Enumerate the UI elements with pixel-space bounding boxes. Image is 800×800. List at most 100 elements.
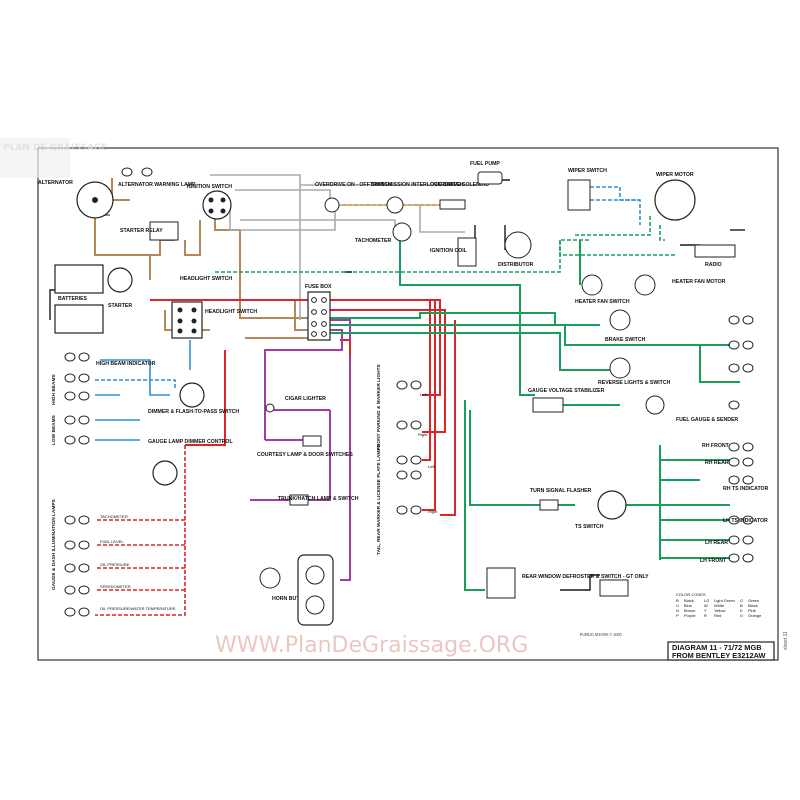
color-code-cell: White [714, 603, 725, 608]
ignition-switch-icon [202, 190, 232, 220]
starter-relay-icon [149, 221, 179, 241]
color-code-cell: B [676, 598, 679, 603]
distributor-label: DISTRIBUTOR [498, 262, 534, 268]
left-label-2: Left [428, 464, 436, 469]
color-code-cell: Y [704, 608, 707, 613]
right-label-2: Right [428, 509, 438, 514]
high-beams-label: HIGH BEAMS [51, 374, 57, 405]
color-code-cell: Black [684, 598, 694, 603]
illumination-lamp-icons [64, 515, 90, 617]
color-code-cell: Red [714, 613, 721, 618]
defroster-grid-icon [599, 579, 629, 597]
fuel-pump-icon [477, 171, 503, 185]
reverse-lights-label: REVERSE LIGHTS & SWITCH [598, 380, 671, 386]
gauge-voltage-label: GAUGE VOLTAGE STABILIZER [528, 388, 605, 394]
rear-defroster-label: REAR WINDOW DEFROSTER & SWITCH - GT ONLY [522, 574, 649, 580]
brake-switch-label: BRAKE SWITCH [605, 337, 646, 343]
watermark: WWW.PlanDeGraissage.ORG [215, 633, 528, 658]
ignition-coil-icon [457, 237, 477, 267]
distributor-icon [504, 231, 532, 259]
ignition-label: IGNITION SWITCH [187, 184, 232, 190]
title-line-1: DIAGRAM 11 - 71/72 MGB [672, 643, 762, 652]
front-parking-label: FRONT PARKING & MARKER LIGHTS [376, 363, 382, 450]
heater-fan-motor-label: HEATER FAN MOTOR [672, 279, 726, 285]
dimmer-switch-icon [179, 382, 205, 408]
rh-ts-label: RH TS INDICATOR [723, 486, 769, 492]
green-dashed-wires [215, 215, 675, 273]
blue-wires [95, 340, 191, 441]
cigar-label: CIGAR LIGHTER [285, 396, 326, 402]
fuse-box-label: FUSE BOX [305, 284, 332, 290]
speedometer-label: SPEEDOMETER [100, 584, 131, 589]
color-code-cell: Brown [684, 608, 695, 613]
radio-label: RADIO [705, 262, 722, 268]
sheet-label: sheet 11 [783, 631, 789, 650]
oil-pressure-label: OIL PRESSURE [100, 562, 130, 567]
headlight-switch-label: HEADLIGHT SWITCH [205, 309, 257, 315]
color-code-cell: K [740, 608, 743, 613]
alt-warning-label: ALTERNATOR WARNING LAMP [118, 182, 196, 188]
headlight-switch-top-label: HEADLIGHT SWITCH [180, 276, 232, 282]
fuse-box-icon [307, 291, 331, 341]
overdrive-onoff-icon [324, 197, 340, 213]
lh-front-label: LH FRONT [700, 558, 727, 564]
cigar-lighter-icon [265, 403, 275, 413]
turn-flasher-label: TURN SIGNAL FLASHER [530, 488, 592, 494]
svg-text:PLAN DE GRAISSAGE: PLAN DE GRAISSAGE [3, 143, 107, 153]
overdrive-onoff-label: OVERDRIVE ON - OFF SWITCH [315, 182, 392, 188]
courtesy-lamp-icon [302, 435, 322, 447]
title-box: DIAGRAM 11 - 71/72 MGB FROM BENTLEY E321… [667, 641, 775, 661]
color-code-cell: B [740, 603, 743, 608]
gauge-dimmer-label: GAUGE LAMP DIMMER CONTROL [148, 439, 233, 445]
heater-fan-switch-label: HEATER FAN SWITCH [575, 299, 630, 305]
wiper-switch-icon [567, 179, 591, 211]
ts-switch-label: TS SWITCH [575, 524, 604, 530]
color-code-cell: Yellow [714, 608, 726, 613]
fuel-gauge-icon [645, 395, 665, 415]
red-dashed-wires [95, 445, 186, 616]
color-code-cell: W [704, 603, 708, 608]
defroster-switch-icon [486, 567, 516, 599]
gauge-dash-label: GAUGE & DASH ILLUMINATION LAMPS [51, 498, 57, 590]
voltage-stabilizer-icon [532, 397, 564, 413]
headlamp-icons [64, 352, 90, 445]
brake-switch-icon [609, 309, 631, 331]
svg-text:COLOR CODES: COLOR CODES [676, 592, 706, 597]
red-wires [150, 299, 456, 540]
color-code-cell: LG [704, 598, 709, 603]
color-code-cell: Blue [684, 603, 693, 608]
gray-wires [210, 174, 481, 320]
blue-dashed-wires [95, 186, 641, 390]
publication-text: PUBLICATIONS © 2005 [580, 632, 622, 637]
color-code-cell: Black [748, 603, 758, 608]
color-code-cell: N [676, 608, 679, 613]
overdrive-solenoid-icon [439, 199, 466, 210]
tail-rear-label: TAIL, REAR MARKER & LICENSE PLATE LAMPS [376, 444, 382, 555]
right-label-1: Right [418, 432, 428, 437]
low-beams-label: LOW BEAMS [51, 414, 57, 445]
interlock-switch-icon [386, 196, 404, 214]
color-code-cell: Green [748, 598, 759, 603]
gauge-dimmer-icon [152, 460, 178, 486]
green-wires [330, 240, 740, 591]
overdrive-solenoid-label: OVERDRIVE SOLENOID [430, 182, 489, 188]
batteries-label: BATTERIES [58, 296, 88, 302]
horn-button-icon [259, 567, 281, 589]
wiper-motor-icon [654, 179, 696, 221]
color-code-cell: Pink [748, 608, 756, 613]
radio-icon [694, 244, 736, 258]
interlock-label: TRANSMISSION INTERLOCK SWITCH [370, 182, 464, 188]
courtesy-label: COURTESY LAMP & DOOR SWITCHES [257, 452, 353, 458]
alt-warning-lamp-icon [121, 167, 153, 177]
alternator-label: ALTERNATOR [38, 180, 73, 186]
color-code-cell: Light Green [714, 598, 735, 603]
purple-wires [250, 319, 351, 581]
trunk-lamp-icon [289, 494, 309, 506]
color-code-cell: P [676, 613, 679, 618]
starter-label: STARTER [108, 303, 132, 309]
reverse-switch-icon [609, 357, 631, 379]
color-code-cell: O [740, 613, 743, 618]
ignition-coil-label: IGNITION COIL [430, 248, 468, 254]
